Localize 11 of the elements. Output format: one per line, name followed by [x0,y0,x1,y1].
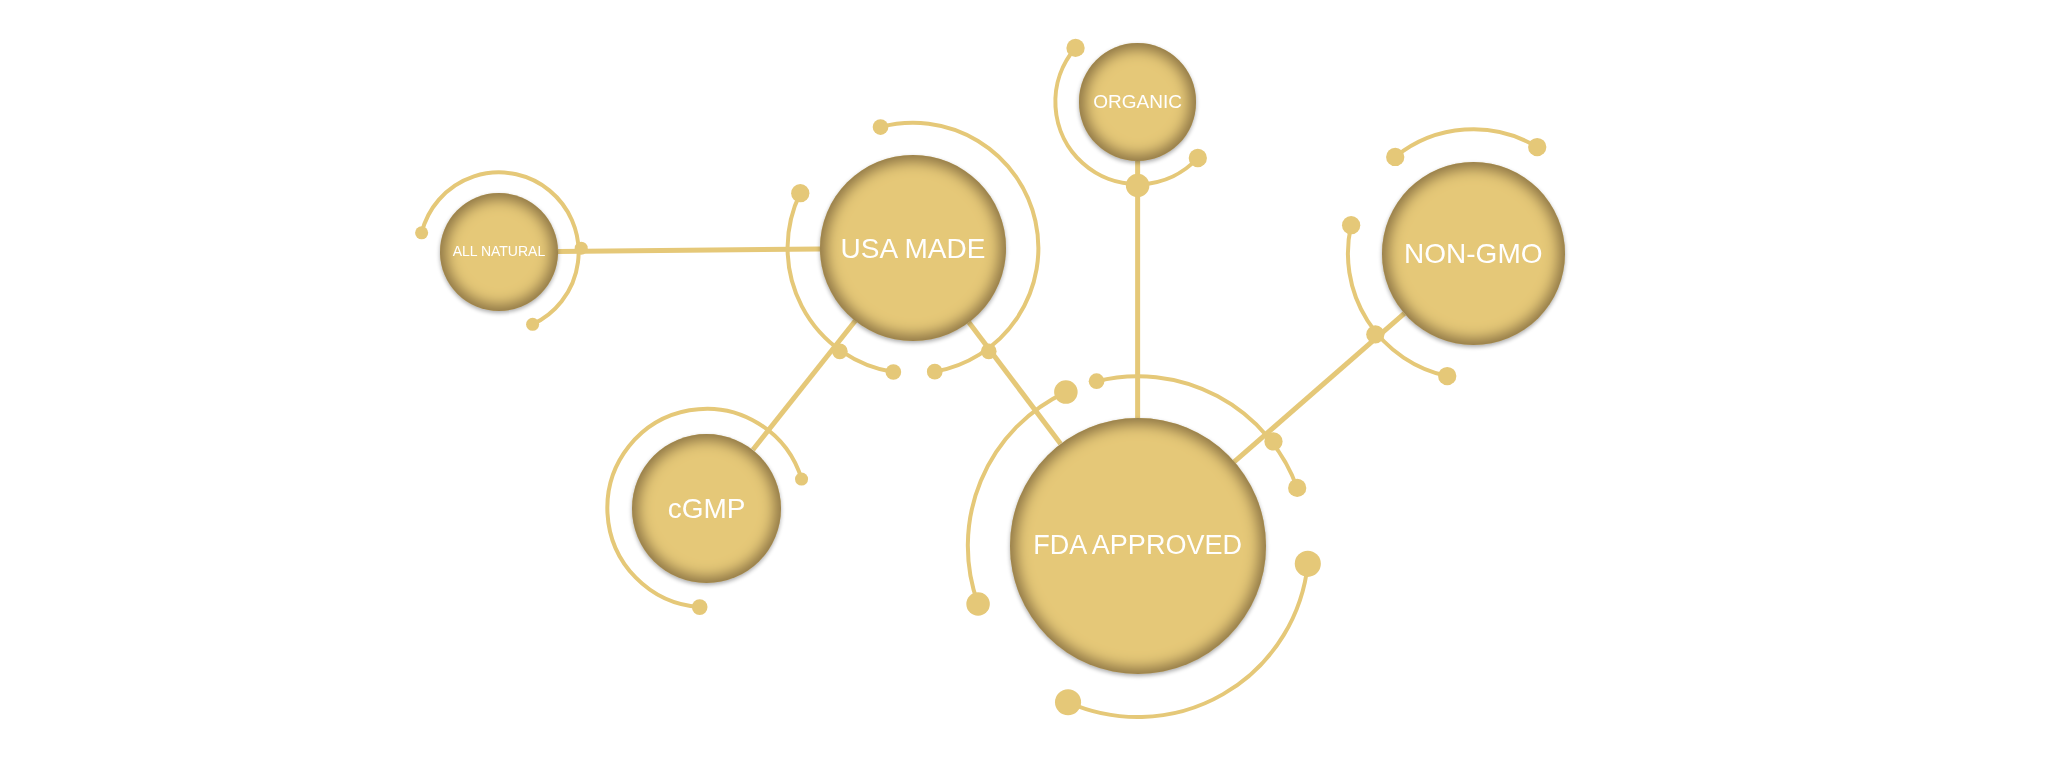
node-label: ORGANIC [1093,90,1182,114]
connector-line [557,246,821,255]
connector-line [1135,160,1141,418]
connector-line [966,320,1063,446]
node-label: ALL NATURAL [452,243,546,261]
connector-line [1232,311,1407,464]
node-label: USA MADE [840,231,986,266]
connector-line [750,319,858,452]
node-label: FDA APPROVED [1033,529,1242,563]
node-label: cGMP [667,491,746,526]
node-label: NON-GMO [1404,236,1543,271]
